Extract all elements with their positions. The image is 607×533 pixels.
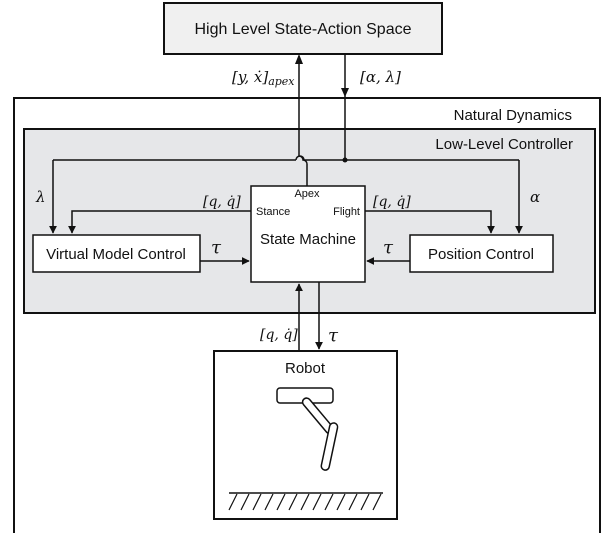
low-level-controller-label: Low-Level Controller [435,136,573,153]
q-robot-label: [q, q̇] [260,327,298,343]
tau-right-label: τ [383,237,394,258]
natural-dynamics-frame [13,97,601,533]
position-control-label: Position Control [428,246,534,263]
tau-robot-label: τ [328,325,339,346]
q-flight-label: [q, q̇] [373,194,411,210]
state-machine-box [250,185,366,283]
robot-box [213,350,398,520]
apex-state-arrowhead [295,54,303,64]
apex-state-main: [y, ẋ] [232,68,268,86]
q-stance-label: [q, q̇] [203,194,241,210]
bus-hop [295,155,305,161]
tau-left-label: τ [211,237,222,258]
state-machine-port-apex: Apex [294,188,320,200]
apex-state-label: [y, ẋ]apex [232,68,295,88]
high-level-label: High Level State-Action Space [194,21,411,38]
robot-lower-leg [320,422,339,471]
lambda-label: λ [35,188,46,206]
action-arrowhead [341,88,349,97]
robot-label: Robot [285,360,326,377]
alpha-label: α [530,188,540,206]
state-machine-port-flight: Flight [333,206,360,218]
state-machine-label: State Machine [260,231,356,248]
robot-illustration [228,387,383,511]
virtual-model-control-box [32,234,201,273]
natural-dynamics-label: Natural Dynamics [454,107,572,124]
action-label: [α, λ] [360,68,401,86]
flight-state-line [365,210,495,234]
apex-state-subscript: apex [268,75,295,88]
ground-hatching [228,493,382,511]
stance-state-line [68,210,251,234]
virtual-model-control-label: Virtual Model Control [46,246,186,263]
position-control-box [409,234,554,273]
state-machine-port-stance: Stance [256,206,290,218]
high-level-box [163,2,443,55]
